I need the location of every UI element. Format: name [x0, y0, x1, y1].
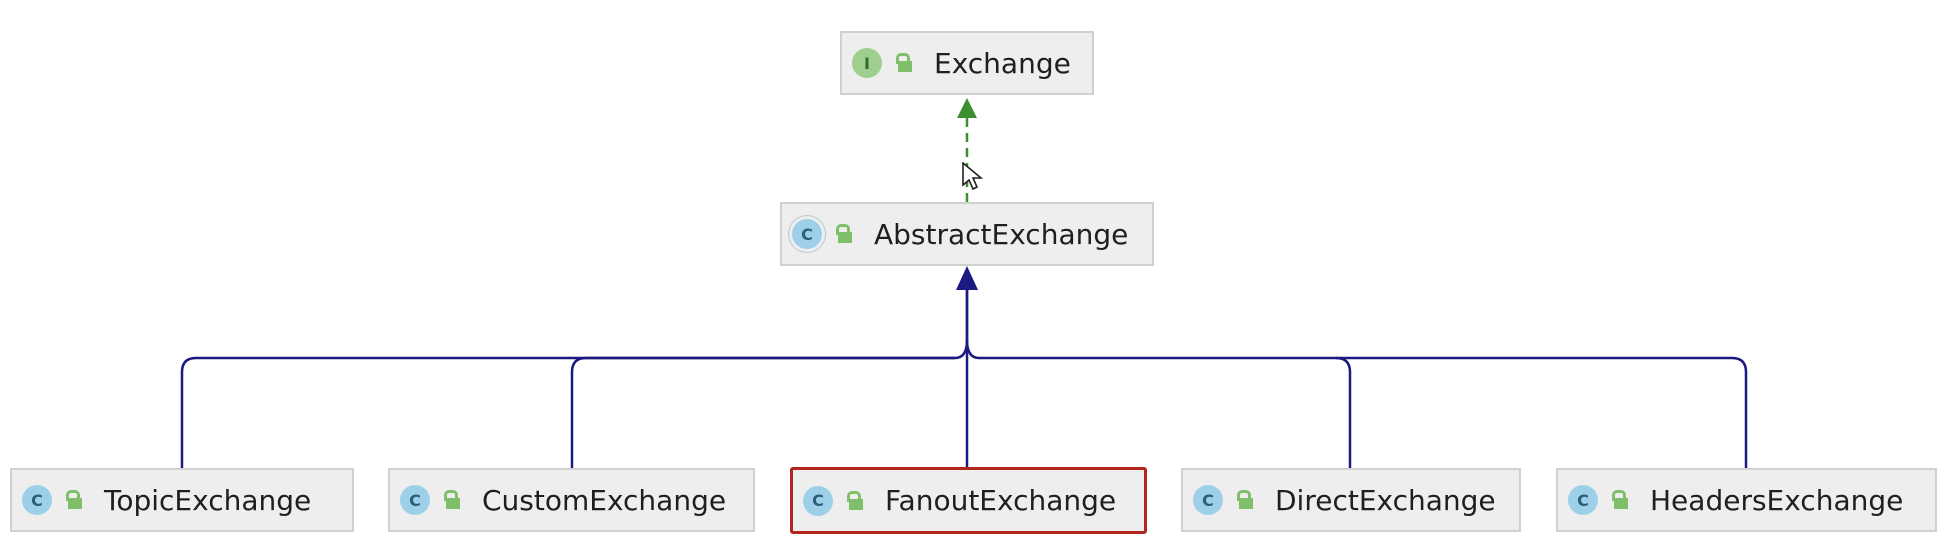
node-fanout-exchange[interactable]: C FanoutExchange: [790, 467, 1147, 534]
node-exchange[interactable]: I Exchange: [840, 31, 1094, 95]
abstract-class-icon: C: [792, 219, 822, 249]
node-label: FanoutExchange: [885, 484, 1117, 517]
node-label: CustomExchange: [482, 483, 727, 517]
edge-extends-topic: [180, 286, 969, 468]
public-visibility-icon: [442, 490, 460, 510]
class-icon: C: [1193, 485, 1223, 515]
mouse-cursor-icon: [962, 162, 984, 191]
node-custom-exchange[interactable]: C CustomExchange: [388, 468, 755, 532]
public-visibility-icon: [834, 224, 852, 244]
node-label: Exchange: [934, 46, 1071, 80]
public-visibility-icon: [894, 53, 912, 73]
edge-extends-headers: [1336, 356, 1748, 468]
node-label: DirectExchange: [1275, 483, 1496, 517]
node-label: TopicExchange: [104, 483, 312, 517]
node-abstract-exchange[interactable]: C AbstractExchange: [780, 202, 1154, 266]
class-icon: C: [1568, 485, 1598, 515]
public-visibility-icon: [1610, 490, 1628, 510]
implements-arrowhead: [957, 98, 977, 118]
class-icon: C: [22, 485, 52, 515]
node-direct-exchange[interactable]: C DirectExchange: [1181, 468, 1521, 532]
class-icon: C: [803, 485, 833, 516]
edge-extends-custom: [570, 356, 955, 468]
extends-arrowhead: [956, 266, 978, 290]
class-icon: C: [400, 485, 430, 515]
edge-extends-direct: [965, 339, 1352, 468]
public-visibility-icon: [64, 490, 82, 510]
public-visibility-icon: [1235, 490, 1253, 510]
node-label: HeadersExchange: [1650, 483, 1904, 517]
node-label: AbstractExchange: [874, 217, 1129, 251]
public-visibility-icon: [845, 490, 863, 511]
node-headers-exchange[interactable]: C HeadersExchange: [1556, 468, 1937, 532]
interface-icon: I: [852, 48, 882, 78]
node-topic-exchange[interactable]: C TopicExchange: [10, 468, 354, 532]
